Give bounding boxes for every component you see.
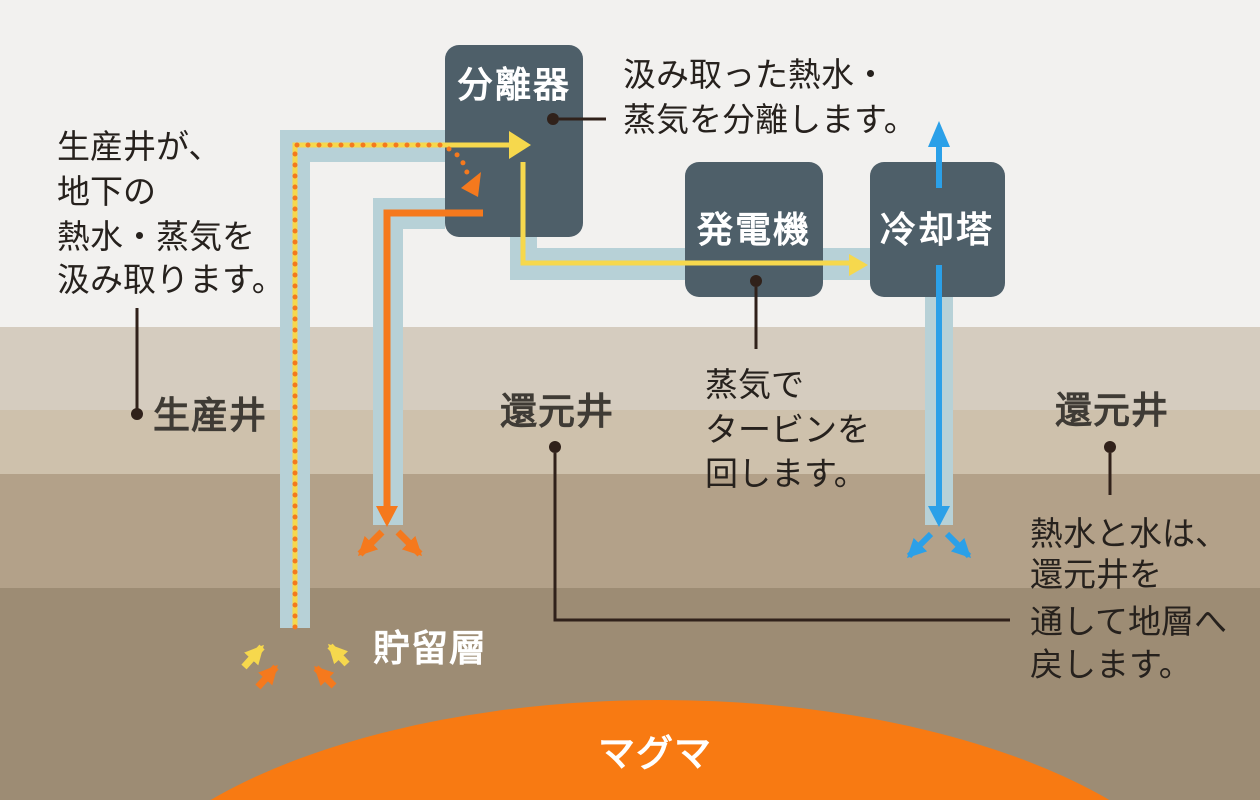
reservoir-steam-arrow-right [327,643,350,667]
reservoir-water-arrow-right [313,665,337,689]
annotation-line: 還元井を [1030,555,1162,594]
hot-water-dots-curve-in-separator [446,146,471,179]
callout-line-reinjection-mid [553,453,1010,622]
callout-dot-separator [547,113,559,125]
steam-arrowhead-into-separator [509,131,531,159]
separator-label: 分離器 [457,65,571,106]
stratum-layer-3 [0,474,1260,588]
hot-water-arrowhead-down [376,506,398,527]
vapor-arrowhead-up [928,121,950,147]
callout-lines [135,117,1112,622]
annotation-reinjection: 熱水と水は、 還元井を 通して地層へ 戻します。 [1030,514,1228,684]
annotation-turbine: 蒸気で タービンを 回します。 [705,365,870,493]
reinjection-well-right-label: 還元井 [1055,389,1169,432]
magma-label: マグマ [598,732,712,775]
reservoir-water-arrow-left [255,664,279,690]
production-well-label: 生産井 [153,394,267,437]
annotation-line: 戻します。 [1030,645,1192,684]
cooled-water-arrowhead-down [928,506,950,527]
callout-dot-production [131,408,143,420]
callout-dots [131,113,1116,453]
cooled-water-spread-arrow-right [944,531,972,559]
steam-arrowhead-into-cooling-tower [849,254,868,276]
stratum-layer-2 [0,410,1260,474]
hot-water-dotted-lines [292,142,471,630]
stratum-layer-1 [0,327,1260,410]
annotation-line: タービンを [705,410,870,449]
annotation-line: 熱水と水は、 [1030,514,1228,553]
annotation-line: 回します。 [705,454,867,493]
magma-body [210,700,1110,800]
annotation-line: 熱水・蒸気を [57,217,255,256]
reinjection-well-mid-label: 還元井 [500,390,614,433]
annotation-line: 蒸気で [705,365,804,404]
annotation-line: 汲み取ります。 [57,260,285,299]
annotation-line: 汲み取った熱水・ [623,55,887,94]
annotation-line: 通して地層へ [1030,602,1227,641]
hot-water-dots-production-well [292,142,446,630]
cooled-water-spread-arrow-left [906,531,934,559]
reservoir-label: 貯留層 [373,627,487,670]
annotation-line: 生産井が、 [57,127,221,166]
callout-dot-reinjection-right [1104,441,1116,453]
cooling-tower-label: 冷却塔 [880,210,994,251]
hot-water-return-line [383,209,483,506]
reservoir-steam-arrow-left [241,644,265,670]
annotation-line: 地下の [57,172,156,211]
generator-label: 発電機 [697,210,811,251]
steam-line-to-turbine [520,162,850,266]
hot-water-arrowhead-in-separator [461,172,481,197]
callout-dot-generator [750,275,762,287]
callout-dot-reinjection-mid [549,441,561,453]
cooling-tower-box [870,162,1005,297]
annotation-line: 蒸気を分離します。 [623,100,917,139]
hot-water-spread-arrow-right [395,529,423,557]
hot-water-spread-arrow-left [357,529,385,557]
annotation-production-well: 生産井が、 地下の 熱水・蒸気を 汲み取ります。 [57,127,285,299]
annotation-separator: 汲み取った熱水・ 蒸気を分離します。 [623,55,917,139]
